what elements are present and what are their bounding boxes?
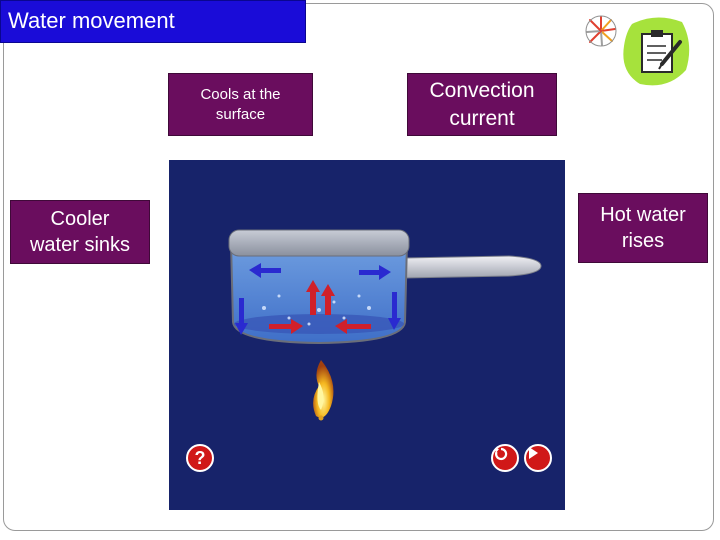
arrow-top-right [359,265,391,280]
help-button[interactable]: ? [186,444,214,472]
pan-handle [403,255,542,279]
help-glyph: ? [194,447,206,468]
arrow-top-left [249,263,281,278]
clipboard-pencil-icon[interactable] [618,14,694,90]
label-hot-water-rises: Hot water rises [578,193,708,263]
flame-icon [313,360,334,421]
arrow-center-up-left [306,280,320,315]
arrow-left-down [235,298,248,335]
arrow-right-down [388,292,401,330]
replay-icon [494,447,508,461]
arrow-bottom-left [269,319,303,334]
play-button[interactable] [524,444,552,472]
arrow-center-up-right [321,284,335,315]
label-cooler-water-sinks-text: Cooler water sinks [29,208,131,256]
play-icon [529,447,538,459]
label-convection-current: Convection current [407,73,557,136]
saucepan-illustration [228,229,542,421]
convection-animation-stage: ? [169,160,565,510]
starburst-icon[interactable] [584,14,618,48]
pan-rim [228,229,410,257]
label-cooler-water-sinks: Cooler water sinks [10,200,150,264]
slide-frame [3,3,714,531]
label-cools-at-surface-text: Cools at the surface [200,86,281,123]
arrow-bottom-right [335,319,371,334]
label-hot-water-rises-text: Hot water rises [600,204,686,252]
replay-button[interactable] [491,444,519,472]
slide-title: Water movement [0,0,306,43]
label-convection-current-text: Convection current [429,79,535,130]
label-cools-at-surface: Cools at the surface [168,73,313,136]
